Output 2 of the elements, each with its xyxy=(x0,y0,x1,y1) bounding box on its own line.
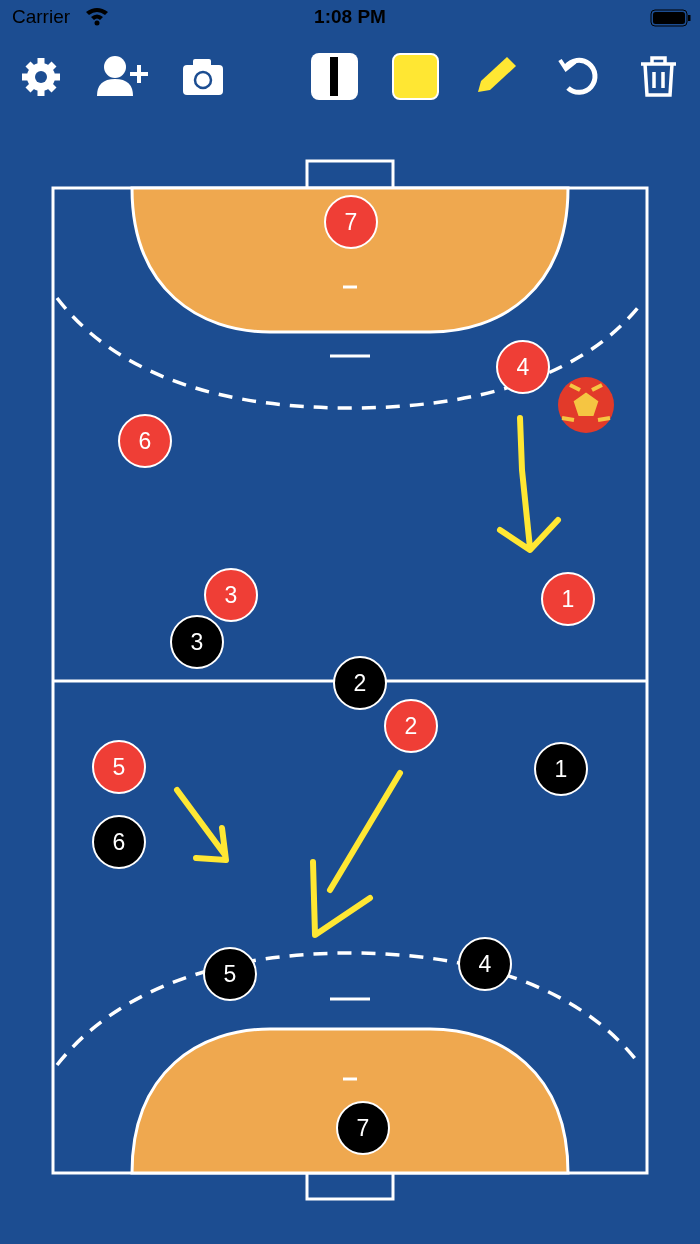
clock-time: 1:08 PM xyxy=(313,6,387,28)
carrier-label: Carrier xyxy=(12,6,71,28)
